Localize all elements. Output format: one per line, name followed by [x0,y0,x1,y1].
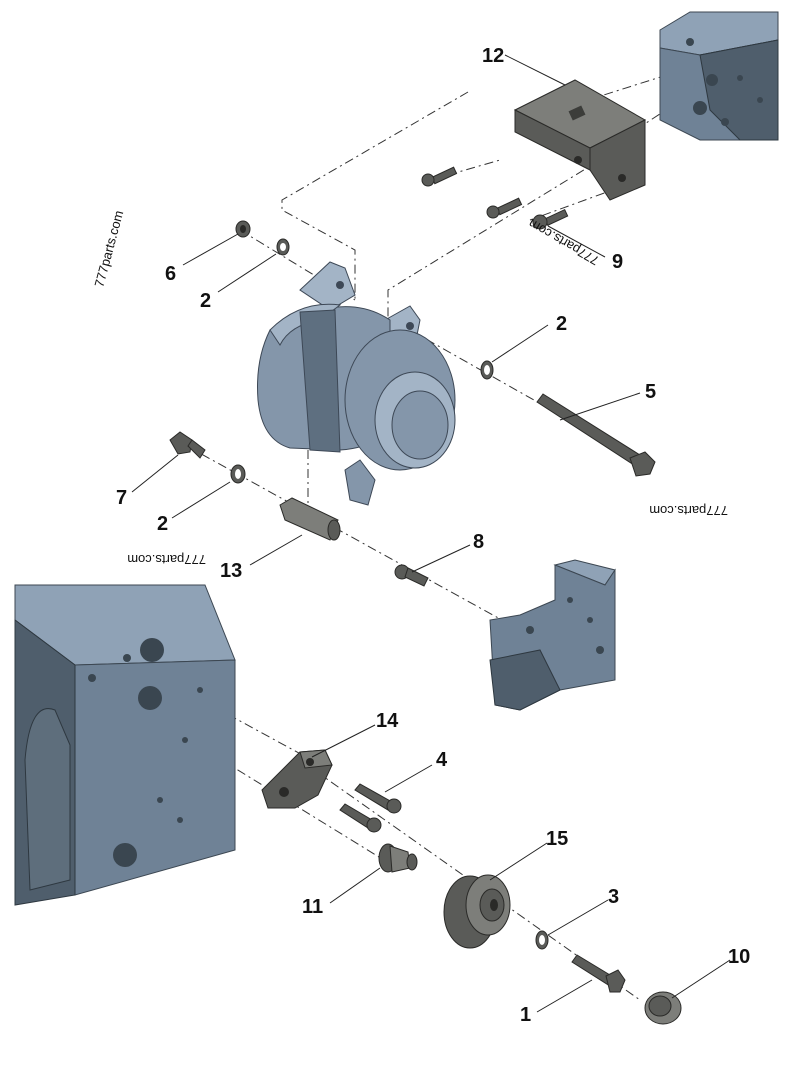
nut-6-and-washer [235,220,290,256]
callout-12: 12 [482,45,504,67]
callout-9: 9 [612,251,623,273]
engine-block-top-right [659,11,779,141]
engine-block-bottom-left [14,584,236,906]
callout-10: 10 [728,946,750,968]
callout-2: 2 [556,313,567,335]
idler-pulley-15 [443,874,511,949]
callout-15: 15 [546,828,568,850]
bolt-7-washer-spacer-13 [169,431,341,541]
callout-7: 7 [116,487,127,509]
callout-14: 14 [376,710,399,732]
capscrews-4 [339,783,402,833]
callout-3: 3 [608,886,619,908]
engine-block-mid-right [489,559,616,711]
callout-2: 2 [157,513,168,535]
washer-3-bolt-1-cap-10 [535,930,682,1025]
watermark-text: 777parts.com [526,216,602,268]
washer-and-long-bolt-5 [480,360,656,477]
callout-8: 8 [473,531,484,553]
alternator [257,261,456,506]
callout-2: 2 [200,290,211,312]
watermark-text: 777parts.com [127,552,206,567]
watermark-text: 777parts.com [91,209,126,289]
leader-lines [131,54,731,1013]
bracket-bolts-9 [421,166,569,230]
callout-4: 4 [436,749,448,771]
callout-13: 13 [220,560,242,582]
callout-5: 5 [645,381,656,403]
alternator-bracket-12 [513,79,647,201]
callout-11: 11 [302,896,323,918]
callout-1: 1 [520,1004,531,1026]
watermark-text: 777parts.com [649,503,728,518]
bolt-8 [394,564,429,587]
callout-labels: 12 6 2 9 2 5 7 2 8 13 14 4 15 11 3 10 1 [116,45,750,1026]
spacer-11 [378,843,418,873]
idler-bracket-14 [261,749,333,809]
callout-6: 6 [165,263,176,285]
